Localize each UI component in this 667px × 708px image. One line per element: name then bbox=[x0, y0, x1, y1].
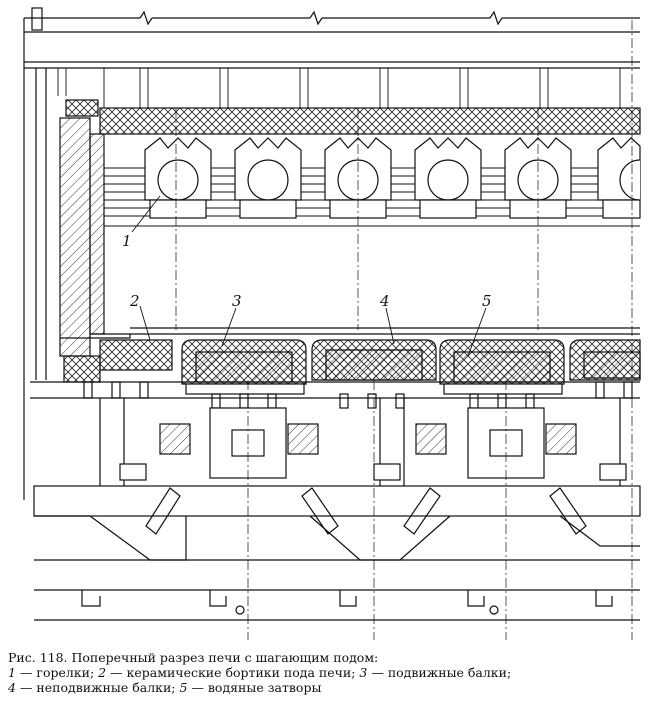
left-column bbox=[35, 68, 99, 380]
leader-1 bbox=[131, 195, 161, 233]
legend-text-1: — горелки; bbox=[19, 665, 95, 680]
fixed-beam-center bbox=[311, 339, 437, 381]
legend-text-5: — водяные затворы bbox=[191, 680, 322, 695]
callout-2: 2 bbox=[129, 292, 140, 310]
callout-3: 3 bbox=[232, 292, 242, 310]
caption-legend-line-1: 1 — горелки; 2 — керамические бортики по… bbox=[8, 665, 660, 680]
legend-text-3: — подвижные балки; bbox=[371, 665, 512, 680]
roof-insulation bbox=[99, 107, 641, 135]
callout-1: 1 bbox=[122, 232, 132, 250]
legend-num-1: 1 bbox=[8, 665, 16, 680]
callout-numbers: 1 2 3 4 5 bbox=[122, 232, 492, 310]
roof-hangers bbox=[57, 68, 621, 108]
centerlines bbox=[175, 20, 633, 640]
movable-beam-left bbox=[181, 339, 307, 395]
legend-num-4: 4 bbox=[8, 680, 16, 695]
fixed-beam-right-partial bbox=[569, 339, 641, 381]
figure-caption: Рис. 118. Поперечный разрез печи с шагаю… bbox=[8, 650, 660, 695]
burner-2 bbox=[234, 137, 302, 219]
caption-legend-line-2: 4 — неподвижные балки; 5 — водяные затво… bbox=[8, 680, 660, 695]
legend-num-2: 2 bbox=[98, 665, 107, 680]
legend-text-2: — керамические бортики пода печи; bbox=[110, 665, 356, 680]
burner-blocks bbox=[144, 137, 641, 219]
movable-beam-right bbox=[439, 339, 565, 395]
caption-title: Рис. 118. Поперечный разрез печи с шагаю… bbox=[8, 650, 379, 665]
legend-text-4: — неподвижные балки; bbox=[19, 680, 176, 695]
hearth-ceramic-rim-left bbox=[63, 339, 173, 383]
burner-6-partial bbox=[597, 137, 641, 219]
burner-1 bbox=[144, 137, 212, 219]
callout-leaders bbox=[139, 305, 487, 357]
callout-5: 5 bbox=[482, 292, 492, 310]
foundation bbox=[33, 485, 641, 621]
side-wall-lining bbox=[59, 117, 640, 357]
legend-num-5: 5 bbox=[179, 680, 188, 695]
legend-num-3: 3 bbox=[359, 665, 368, 680]
furnace-cross-section-drawing: 1 2 3 4 5 bbox=[23, 7, 641, 640]
inclined-pipes bbox=[145, 487, 587, 535]
hearth-support-frame bbox=[30, 381, 640, 409]
burner-4 bbox=[414, 137, 482, 219]
top-steel-frame bbox=[23, 7, 640, 500]
callout-4: 4 bbox=[379, 292, 390, 310]
water-seals bbox=[159, 423, 577, 455]
